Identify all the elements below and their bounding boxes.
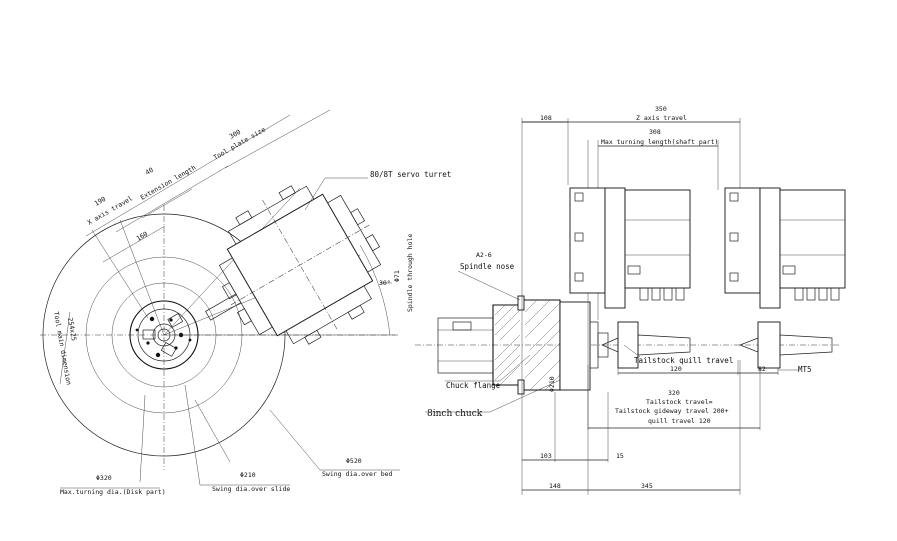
mt5-label: MT5 bbox=[798, 365, 812, 374]
dim-108: 108 bbox=[540, 114, 552, 122]
dim-103: 103 bbox=[540, 452, 552, 460]
dim-82: 82 bbox=[758, 365, 766, 373]
turret-view: 80/8T servo turret 300 Tool plate size 4… bbox=[40, 109, 451, 496]
side-view: Φ71 Spindle through hole A2-6 Spindle no… bbox=[393, 105, 846, 495]
dim-148: 148 bbox=[549, 482, 561, 490]
extension-dim: 40 bbox=[144, 166, 155, 177]
spindle-nose-code: A2-6 bbox=[476, 251, 492, 259]
dim-345: 345 bbox=[641, 482, 653, 490]
max-turning-len-dim: 308 bbox=[649, 128, 661, 136]
spindle-nose-label: Spindle nose bbox=[460, 262, 515, 271]
spindle-through-dia: Φ71 bbox=[393, 270, 401, 282]
z-axis-label: Z axis travel bbox=[636, 114, 687, 122]
servo-turret-label: 80/8T servo turret bbox=[370, 170, 451, 179]
tailstock-line2: Tailstock gideway travel 200+ bbox=[615, 407, 729, 415]
turret-side-right bbox=[724, 187, 846, 309]
quill-dim: 120 bbox=[670, 365, 682, 373]
chuck-flange-label: Chuck flange bbox=[446, 381, 501, 390]
chuck-dia: Φ210 bbox=[548, 376, 556, 392]
angle-label: 30° bbox=[379, 279, 391, 287]
tailstock-dim: 320 bbox=[668, 389, 680, 397]
spindle-through-label: Spindle through hole bbox=[406, 234, 414, 312]
tailstock-line3: quill travel 120 bbox=[648, 417, 711, 425]
dim-160: 160 bbox=[135, 230, 149, 243]
tailstock-line1: Tailstock travel= bbox=[646, 398, 713, 406]
tailstock-right bbox=[739, 321, 833, 369]
max-turning-dia: Φ320 bbox=[96, 474, 112, 482]
max-turning-len-label: Max turning length(shaft part) bbox=[601, 138, 718, 146]
turret-body bbox=[205, 185, 382, 345]
chuck-label: 8inch chuck bbox=[427, 409, 483, 419]
tool-main-dim: 254x25 bbox=[66, 317, 78, 342]
swing-slide-dia: Φ210 bbox=[240, 471, 256, 479]
swing-bed-label: Swing dia.over bed bbox=[322, 470, 393, 478]
swing-slide-label: Swing dia.over slide bbox=[212, 485, 290, 493]
max-turning-label: Max.turning dia.(Disk part) bbox=[60, 488, 166, 496]
z-axis-dim: 350 bbox=[655, 105, 667, 113]
quill-label: Tailstock quill travel bbox=[634, 356, 733, 365]
dim-15: 15 bbox=[616, 452, 624, 460]
swing-bed-dia: Φ520 bbox=[346, 457, 362, 465]
tailstock-left bbox=[601, 321, 691, 369]
turret-side-left bbox=[569, 187, 691, 309]
x-axis-dim: 190 bbox=[93, 195, 107, 208]
